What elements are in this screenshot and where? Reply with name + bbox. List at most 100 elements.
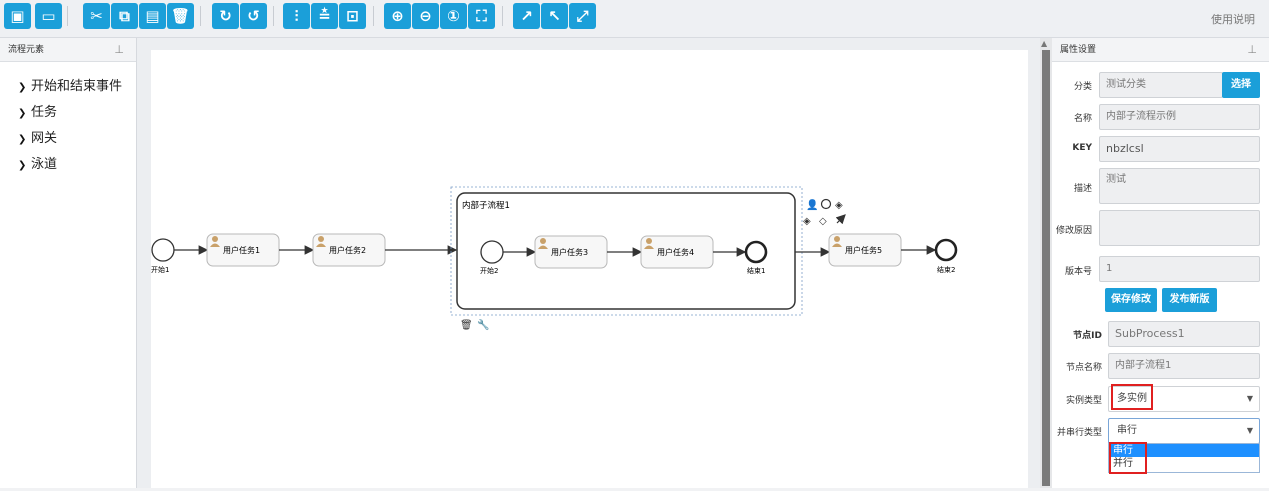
pin-icon[interactable]: ⊥ — [1247, 43, 1257, 56]
end-event-2[interactable] — [934, 238, 958, 262]
palette-item-lanes[interactable]: ❯ 泳道 — [0, 152, 136, 178]
description-field[interactable]: 测试 — [1099, 168, 1260, 204]
properties-header: 属性设置 ⊥ — [1052, 38, 1269, 62]
instance-type-label: 实例类型 — [1065, 396, 1102, 406]
user-task-tool-icon[interactable]: 👤 — [806, 198, 818, 211]
start-event-1[interactable] — [151, 238, 175, 262]
caret-down-icon: ▼ — [1246, 394, 1253, 403]
pin-icon[interactable]: ⊥ — [114, 43, 124, 56]
fullscreen-icon[interactable]: ⤢ — [569, 3, 596, 29]
instance-type-value: 多实例 — [1117, 393, 1147, 404]
paste-icon[interactable]: ▤ — [139, 3, 166, 29]
element-palette: 流程元素 ⊥ ❯开始和结束事件 ❯ 任务 ❯ 网关 ❯ 泳道 — [0, 38, 137, 488]
scroll-thumb[interactable] — [1042, 50, 1050, 486]
parallel-gateway-tool-icon[interactable]: ◈ — [803, 216, 811, 227]
properties-panel: 属性设置 ⊥ 分类 测试分类 选择 名称 内部子流程示例 KEY nbzlcsl… — [1052, 38, 1269, 488]
toolbar-divider — [200, 6, 201, 26]
serial-type-value: 串行 — [1117, 425, 1137, 436]
highlight-box — [1109, 442, 1147, 474]
properties-title: 属性设置 — [1060, 45, 1097, 55]
palette-header: 流程元素 ⊥ — [0, 38, 136, 62]
delete-icon[interactable]: 🗑 — [167, 3, 194, 29]
toolbar-divider — [273, 6, 274, 26]
gateway-tool-icon[interactable]: ◈ — [835, 200, 843, 211]
parallel-option[interactable]: 并行 — [1113, 458, 1133, 469]
category-field[interactable]: 测试分类 — [1099, 72, 1223, 98]
zoom-in-icon[interactable]: ⊕ — [384, 3, 411, 29]
trash-icon[interactable]: 🗑 — [460, 319, 473, 331]
caret-down-icon: ▼ — [1246, 426, 1253, 435]
subprocess-label: 内部子流程1 — [462, 200, 510, 211]
exclusive-gateway-tool-icon[interactable]: ◇ — [819, 216, 827, 227]
user-task-2-label: 用户任务2 — [329, 245, 366, 255]
choose-button[interactable]: 选择 — [1222, 72, 1260, 98]
start-event-2[interactable] — [480, 240, 504, 264]
selection-box — [450, 186, 803, 316]
version-label: 版本号 — [1064, 267, 1092, 277]
toolbar-divider — [373, 6, 374, 26]
user-task-5-label: 用户任务5 — [845, 245, 882, 255]
start-event-2-label: 开始2 — [480, 266, 498, 275]
end-event-tool-icon[interactable] — [820, 198, 832, 210]
palette-item-events[interactable]: ❯开始和结束事件 — [0, 74, 136, 100]
node-name-field[interactable]: 内部子流程1 — [1108, 353, 1260, 379]
toolbar-divider — [67, 6, 68, 26]
cut-icon[interactable]: ✂ — [83, 3, 110, 29]
connect-tool-icon[interactable] — [835, 214, 846, 225]
reason-label: 修改原因 — [1055, 226, 1092, 236]
align-horizontal-icon[interactable]: ≛ — [311, 3, 338, 29]
canvas-scrollbar[interactable]: ▲ — [1040, 38, 1052, 488]
palette-item-gateways[interactable]: ❯ 网关 — [0, 126, 136, 152]
palette-item-label: 网关 — [31, 131, 58, 146]
publish-version-button[interactable]: 发布新版 — [1162, 288, 1217, 312]
node-id-field[interactable]: SubProcess1 — [1108, 321, 1260, 347]
name-label: 名称 — [1073, 114, 1092, 124]
zoom-fit-icon[interactable]: ⛶ — [468, 3, 495, 29]
version-field[interactable]: 1 — [1099, 256, 1260, 282]
end-event-2-label: 结束2 — [937, 265, 955, 274]
zoom-out-icon[interactable]: ⊖ — [412, 3, 439, 29]
scroll-up-icon[interactable]: ▲ — [1041, 39, 1048, 48]
palette-title: 流程元素 — [8, 45, 45, 55]
save-icon[interactable]: ▣ — [4, 3, 31, 29]
category-label: 分类 — [1073, 82, 1092, 92]
canvas-area: 开始1 用户任务1 用户任务2 内部子流程1 开始2 用户任务3 — [137, 38, 1040, 488]
copy-icon[interactable]: ⧉ — [111, 3, 138, 29]
user-task-3-label: 用户任务3 — [551, 247, 588, 257]
highlight-box — [1111, 384, 1153, 410]
same-size-icon[interactable]: ⊡ — [339, 3, 366, 29]
redo-icon[interactable]: ↻ — [212, 3, 239, 29]
palette-item-label: 泳道 — [31, 157, 58, 172]
undo-icon[interactable]: ↺ — [240, 3, 267, 29]
bpmn-diagram: 开始1 用户任务1 用户任务2 内部子流程1 开始2 用户任务3 — [151, 186, 958, 331]
node-name-label: 节点名称 — [1065, 363, 1102, 373]
chevron-right-icon: ❯ — [18, 82, 27, 93]
context-tools: 👤 ◈ ◈ ◇ 🗑 🔧 — [460, 198, 846, 331]
palette-item-label: 任务 — [31, 105, 58, 120]
end-event-1[interactable] — [744, 240, 768, 264]
chevron-right-icon: ❯ — [18, 160, 27, 171]
help-link[interactable]: 使用说明 — [1211, 13, 1255, 26]
chevron-right-icon: ❯ — [18, 134, 27, 145]
start-event-1-label: 开始1 — [151, 265, 169, 274]
diagram-canvas[interactable]: 开始1 用户任务1 用户任务2 内部子流程1 开始2 用户任务3 — [151, 50, 1028, 488]
chevron-right-icon: ❯ — [18, 108, 27, 119]
serial-type-select[interactable]: 串行 ▼ — [1108, 418, 1260, 444]
align-vertical-icon[interactable]: ⫶ — [283, 3, 310, 29]
save-changes-button[interactable]: 保存修改 — [1105, 288, 1157, 312]
toolbar: ▣ ▭ ✂ ⧉ ▤ 🗑 ↻ ↺ ⫶ ≛ ⊡ ⊕ ⊖ ① ⛶ ↗ ↖ ⤢ 使用说明 — [0, 0, 1269, 38]
user-task-1-label: 用户任务1 — [223, 245, 260, 255]
palette-item-tasks[interactable]: ❯ 任务 — [0, 100, 136, 126]
serial-type-label: 并串行类型 — [1056, 428, 1102, 438]
name-field[interactable]: 内部子流程示例 — [1099, 104, 1260, 130]
add-bendpoint-icon[interactable]: ↗ — [513, 3, 540, 29]
key-field[interactable]: nbzlcsl — [1099, 136, 1260, 162]
subprocess[interactable] — [456, 192, 796, 310]
reason-field[interactable] — [1099, 210, 1260, 246]
wrench-icon[interactable]: 🔧 — [477, 318, 489, 331]
open-folder-icon[interactable]: ▭ — [35, 3, 62, 29]
instance-type-select[interactable]: 多实例 ▼ — [1108, 386, 1260, 412]
node-id-label: 节点ID — [1073, 331, 1102, 341]
zoom-actual-icon[interactable]: ① — [440, 3, 467, 29]
remove-bendpoint-icon[interactable]: ↖ — [541, 3, 568, 29]
